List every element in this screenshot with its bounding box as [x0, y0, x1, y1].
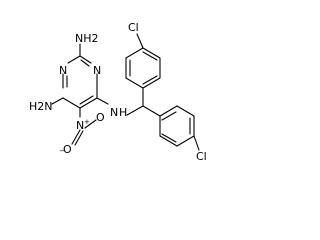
bond — [125, 77, 144, 89]
upper-chlorophenyl-ring — [125, 33, 161, 89]
bond — [125, 47, 144, 59]
atom-label-nh2-bottom: H2N — [29, 100, 53, 113]
bond — [136, 33, 144, 49]
atom-label-cl-top: Cl — [128, 21, 139, 34]
molecular-structure-diagram: NH2 N N H2N N H N + O O − Cl Cl — [29, 21, 207, 163]
atom-label-amine-h: H — [119, 106, 127, 119]
bond — [79, 95, 94, 105]
nitro-group — [71, 119, 97, 146]
atom-charge-nitro-o: − — [59, 147, 65, 155]
bond — [161, 111, 177, 121]
bond — [142, 51, 158, 61]
bond — [71, 129, 81, 145]
bond — [159, 135, 178, 147]
bond — [159, 105, 178, 117]
bond — [67, 55, 81, 64]
bond — [51, 97, 64, 105]
atom-label-nitro-o-left: O — [63, 143, 72, 156]
atom-label-nh2-top: NH2 — [75, 32, 99, 45]
atom-label-nitro-o-top: O — [96, 111, 105, 124]
atom-label-amine-n: N — [110, 106, 118, 119]
bond — [74, 130, 84, 146]
bond — [62, 97, 81, 109]
atom-label-ring-n-right: N — [93, 64, 101, 77]
bond — [176, 105, 195, 117]
pyrimidine-ring — [51, 43, 109, 118]
atom-label-nitro-n: N — [76, 119, 84, 132]
bond — [142, 75, 158, 85]
bond — [176, 135, 195, 147]
bond — [142, 105, 161, 117]
bond — [142, 77, 161, 89]
bond — [161, 133, 177, 143]
bond — [96, 97, 109, 105]
bond — [84, 119, 97, 129]
bond — [142, 47, 161, 59]
lower-chlorophenyl-ring — [159, 105, 200, 151]
atom-label-cl-bottom: Cl — [196, 150, 207, 163]
atom-label-ring-n-left: N — [59, 64, 67, 77]
bond — [126, 105, 144, 116]
atom-charge-nitro-n: + — [84, 118, 90, 126]
bond — [79, 55, 92, 64]
bond — [80, 59, 90, 67]
bond — [79, 97, 98, 109]
bond — [193, 135, 200, 151]
